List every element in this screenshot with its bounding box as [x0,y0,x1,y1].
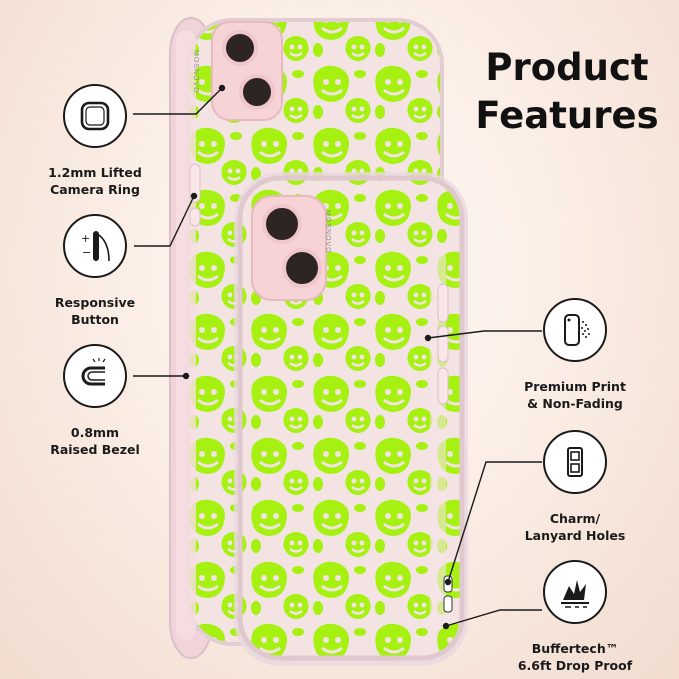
title-line-1: Product [485,46,649,89]
feature-camera-ring: 1.2mm Lifted Camera Ring [40,84,150,198]
svg-text:+: + [81,232,90,245]
title-line-2: Features [475,94,659,137]
svg-text:−: − [82,246,91,259]
camera-ring-icon [63,84,127,148]
feature-label: 1.2mm Lifted Camera Ring [48,165,142,197]
feature-drop-proof: Buffertech™ 6.6ft Drop Proof [510,560,640,674]
page-title: Product Features [462,44,672,140]
bezel-icon [63,344,127,408]
feature-premium-print: Premium Print & Non-Fading [515,298,635,412]
feature-lanyard-holes: Charm/ Lanyard Holes [515,430,635,544]
feature-label: 0.8mm Raised Bezel [50,425,140,457]
lanyard-icon [543,430,607,494]
button-icon: + − [63,214,127,278]
feature-label: Premium Print & Non-Fading [524,379,626,411]
feature-responsive-button: + − Responsive Button [40,214,150,328]
drop-proof-icon [543,560,607,624]
feature-label: Charm/ Lanyard Holes [524,511,626,543]
feature-label: Buffertech™ 6.6ft Drop Proof [517,641,633,673]
feature-label: Responsive Button [54,295,136,327]
feature-raised-bezel: 0.8mm Raised Bezel [40,344,150,458]
print-icon [543,298,607,362]
